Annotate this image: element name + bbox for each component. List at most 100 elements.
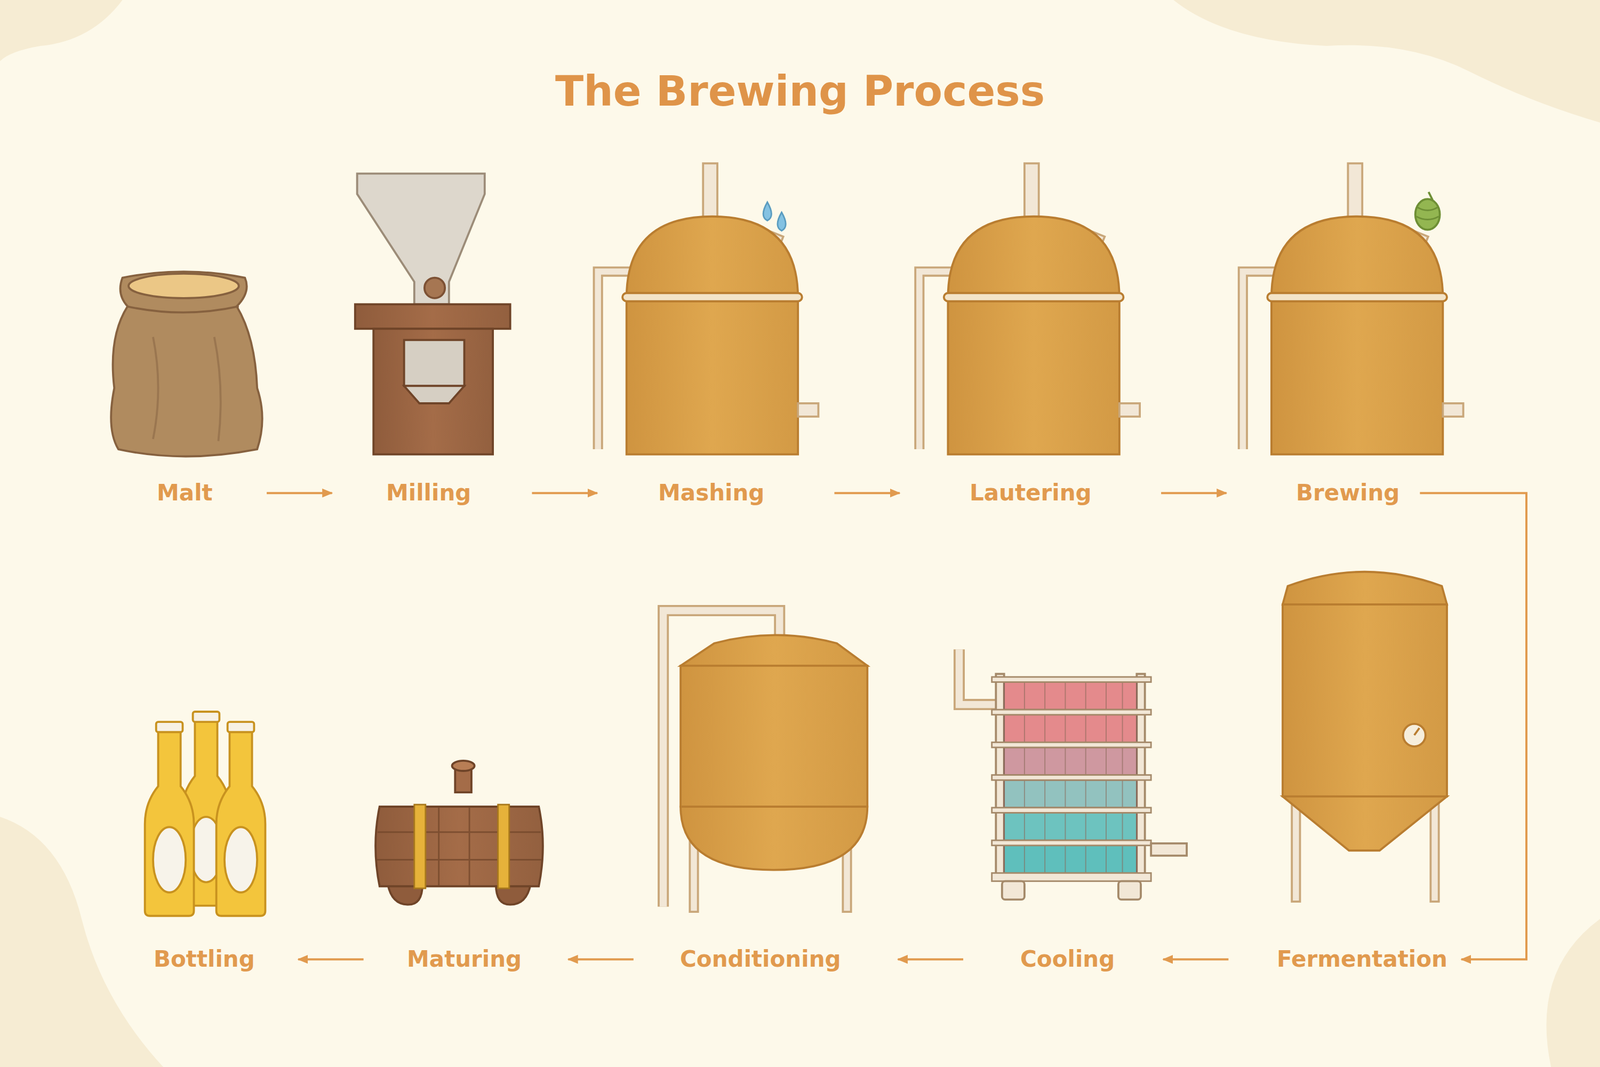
cooler-plate	[1004, 747, 1138, 775]
step-name: Lautering	[969, 479, 1092, 507]
step-label: Malt	[152, 477, 218, 509]
cooler-bar	[992, 676, 1151, 683]
tank-leg	[1430, 801, 1439, 902]
cooler-pipe-outline	[958, 649, 996, 704]
barrel-cork-top	[452, 760, 475, 771]
mashing-tank	[597, 163, 819, 454]
step-name: Cooling	[1020, 945, 1115, 973]
water-drops	[763, 202, 786, 231]
plate-cooler	[958, 649, 1187, 900]
step-name: Brewing	[1296, 479, 1400, 507]
bottle	[145, 721, 195, 916]
step-name: Bottling	[153, 945, 255, 973]
tank-cone	[1282, 796, 1447, 851]
malt-grain	[128, 273, 239, 299]
step-label: Bottling	[149, 943, 260, 975]
mill-chute	[404, 385, 465, 404]
flow-arrow	[898, 957, 964, 960]
tank-top	[1282, 571, 1447, 605]
bottles	[145, 711, 266, 916]
cooler-bar	[992, 774, 1151, 781]
barrel-band	[414, 804, 426, 888]
cooler-plate	[1004, 681, 1138, 710]
tank-bottom	[680, 806, 868, 870]
hop-cone	[1415, 192, 1440, 230]
blob	[1173, 0, 1600, 123]
tank-body	[1282, 604, 1447, 797]
cooler-bar	[992, 872, 1151, 881]
cooler-foot	[1002, 881, 1025, 900]
water-drop	[777, 212, 786, 231]
step-name: Conditioning	[680, 945, 842, 973]
tank-top	[680, 634, 868, 666]
flow-arrow	[568, 957, 634, 960]
mill-knob	[424, 277, 445, 299]
step-label: Cooling	[1016, 943, 1119, 975]
step-name: Milling	[386, 479, 471, 507]
blob	[0, 816, 164, 1067]
step-name: Malt	[156, 479, 213, 507]
flow-arrow	[834, 491, 900, 494]
mill	[355, 173, 511, 454]
barrel	[375, 760, 543, 905]
flow-arrow	[531, 491, 597, 494]
hop-body	[1415, 198, 1440, 230]
cooler-bar	[992, 807, 1151, 813]
step-name: Fermentation	[1276, 945, 1448, 973]
cooler-bar	[992, 741, 1151, 748]
flow-arrow	[1163, 957, 1229, 960]
step-label: Brewing	[1291, 477, 1404, 509]
cooler-plate	[1004, 845, 1138, 874]
step-label: Fermentation	[1272, 943, 1452, 975]
mill-body	[373, 328, 493, 454]
tank-body	[680, 665, 868, 807]
mill-lip	[355, 304, 511, 329]
step-label: Maturing	[402, 943, 526, 975]
cooler-plate	[1004, 812, 1138, 840]
brewing-tank	[1242, 163, 1463, 454]
cooler-plate	[1004, 779, 1138, 808]
barrel-band	[498, 804, 510, 888]
tank-gauge	[1403, 723, 1426, 747]
mill-window	[404, 339, 465, 386]
cooler-bar	[992, 709, 1151, 715]
sack-tie	[126, 306, 239, 312]
mill-hopper	[357, 173, 485, 304]
step-label: Conditioning	[675, 943, 846, 975]
flow-arrow	[298, 957, 364, 960]
flow-arrow	[1161, 491, 1227, 494]
cooler-plate	[1004, 714, 1138, 743]
fermentation-tank	[1282, 571, 1447, 902]
tank-leg	[1291, 801, 1300, 902]
hop-scale	[1416, 207, 1439, 220]
bottle	[216, 721, 266, 916]
malt-sack	[110, 271, 263, 456]
cooler-bars	[992, 676, 1151, 882]
water-drop	[763, 202, 772, 221]
blob	[1546, 918, 1600, 1067]
step-name: Maturing	[406, 945, 522, 973]
barrel-body	[375, 806, 543, 886]
sack-body	[110, 271, 263, 456]
flow-arrow	[1419, 492, 1527, 959]
step-label: Mashing	[653, 477, 769, 509]
step-name: Mashing	[658, 479, 765, 507]
cooler-outlet	[1150, 843, 1187, 856]
conditioning-tank	[663, 610, 868, 912]
step-label: Milling	[381, 477, 476, 509]
diagram-title: The Brewing Process	[555, 66, 1045, 117]
lautering-tank	[919, 163, 1140, 454]
cooler-bar	[992, 840, 1151, 846]
cooler-foot	[1118, 881, 1141, 900]
barrel-planks	[375, 806, 543, 886]
gauge-needle	[1414, 728, 1420, 735]
blob	[0, 0, 123, 62]
sack-fold	[153, 337, 221, 442]
step-label: Lautering	[965, 477, 1096, 509]
cooler-pipe	[958, 649, 996, 704]
flow-arrow	[266, 491, 332, 494]
